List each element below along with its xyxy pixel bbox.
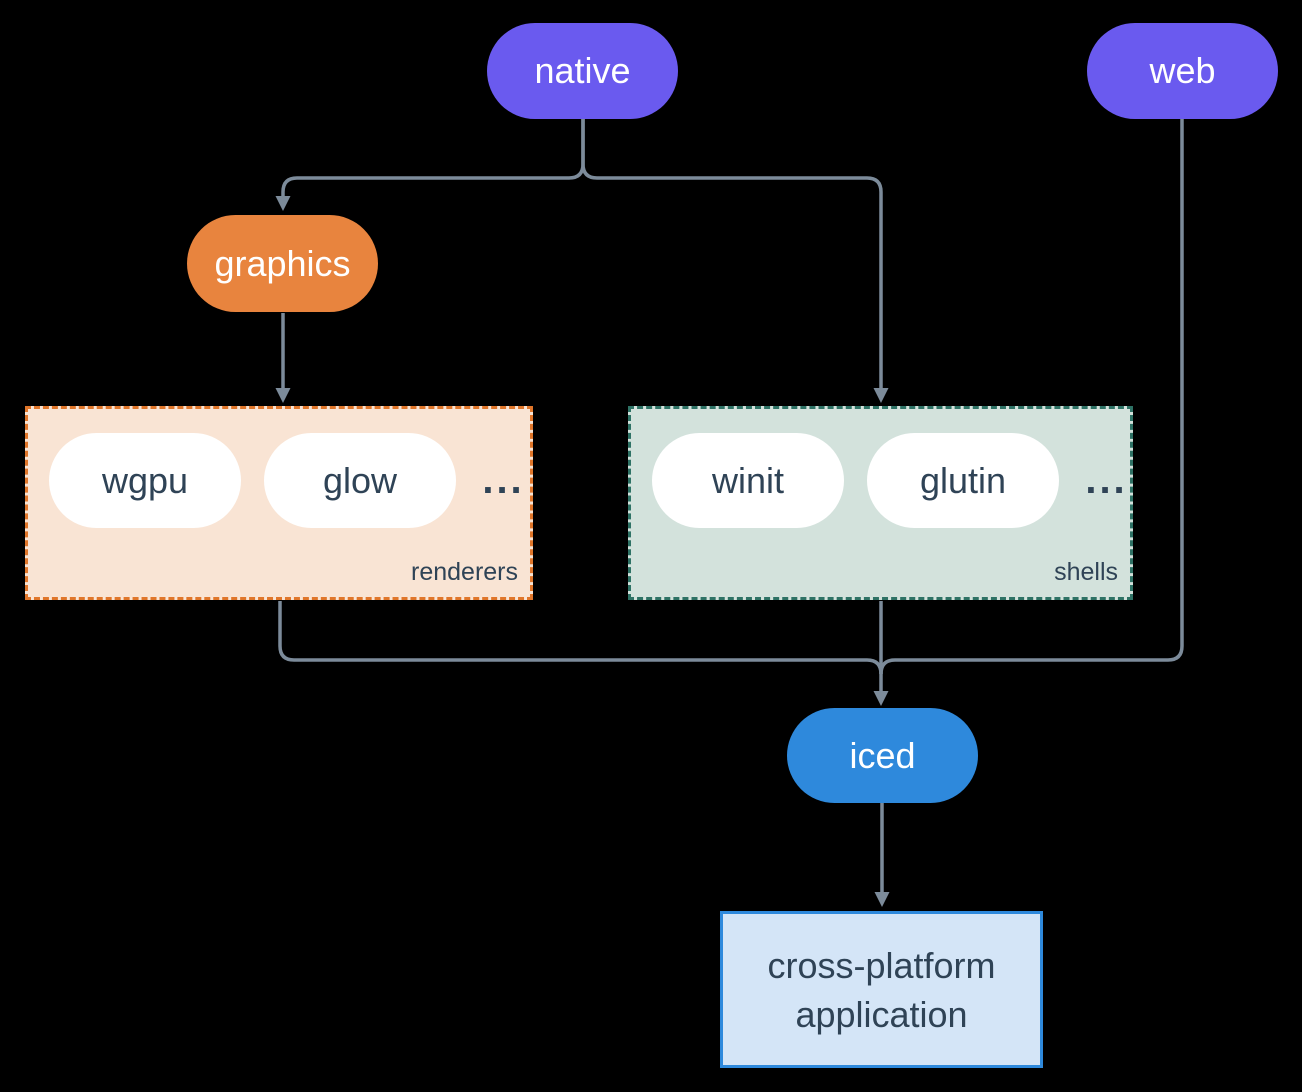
arrowhead-renderers (275, 388, 291, 403)
node-glow-label: glow (322, 459, 398, 501)
node-winit: winit (652, 433, 844, 528)
edge-renderers-iced (278, 601, 883, 675)
node-wgpu-label: wgpu (101, 459, 189, 501)
application-label-line1: cross-platform (767, 944, 996, 986)
node-web: web (1087, 23, 1278, 119)
edge-native-shells (581, 119, 883, 388)
arrowhead-graphics (275, 196, 291, 211)
group-renderers: wgpu glow ... renderers (25, 406, 533, 600)
node-glow: glow (264, 433, 456, 528)
arrowhead-iced (873, 691, 889, 706)
application-label-line2: application (795, 993, 968, 1035)
edge-native-graphics (281, 119, 585, 196)
renderers-group-label: renderers (411, 558, 518, 586)
node-iced-label: iced (849, 734, 916, 776)
node-native: native (487, 23, 678, 119)
node-wgpu: wgpu (49, 433, 241, 528)
node-graphics: graphics (187, 215, 378, 312)
shells-ellipsis: ... (1085, 458, 1128, 502)
group-shells: winit glutin ... shells (628, 406, 1133, 600)
node-iced: iced (787, 708, 978, 803)
arrowhead-shells (873, 388, 889, 403)
arrowhead-application (874, 892, 890, 907)
node-web-label: web (1149, 50, 1216, 91)
node-winit-label: winit (711, 459, 785, 501)
renderers-ellipsis: ... (482, 458, 525, 502)
shells-group-label: shells (1054, 558, 1118, 586)
node-native-label: native (534, 50, 631, 91)
node-glutin-label: glutin (919, 459, 1007, 501)
node-cross-platform-application: cross-platform application (720, 911, 1043, 1068)
node-graphics-label: graphics (214, 242, 351, 284)
node-glutin: glutin (867, 433, 1059, 528)
